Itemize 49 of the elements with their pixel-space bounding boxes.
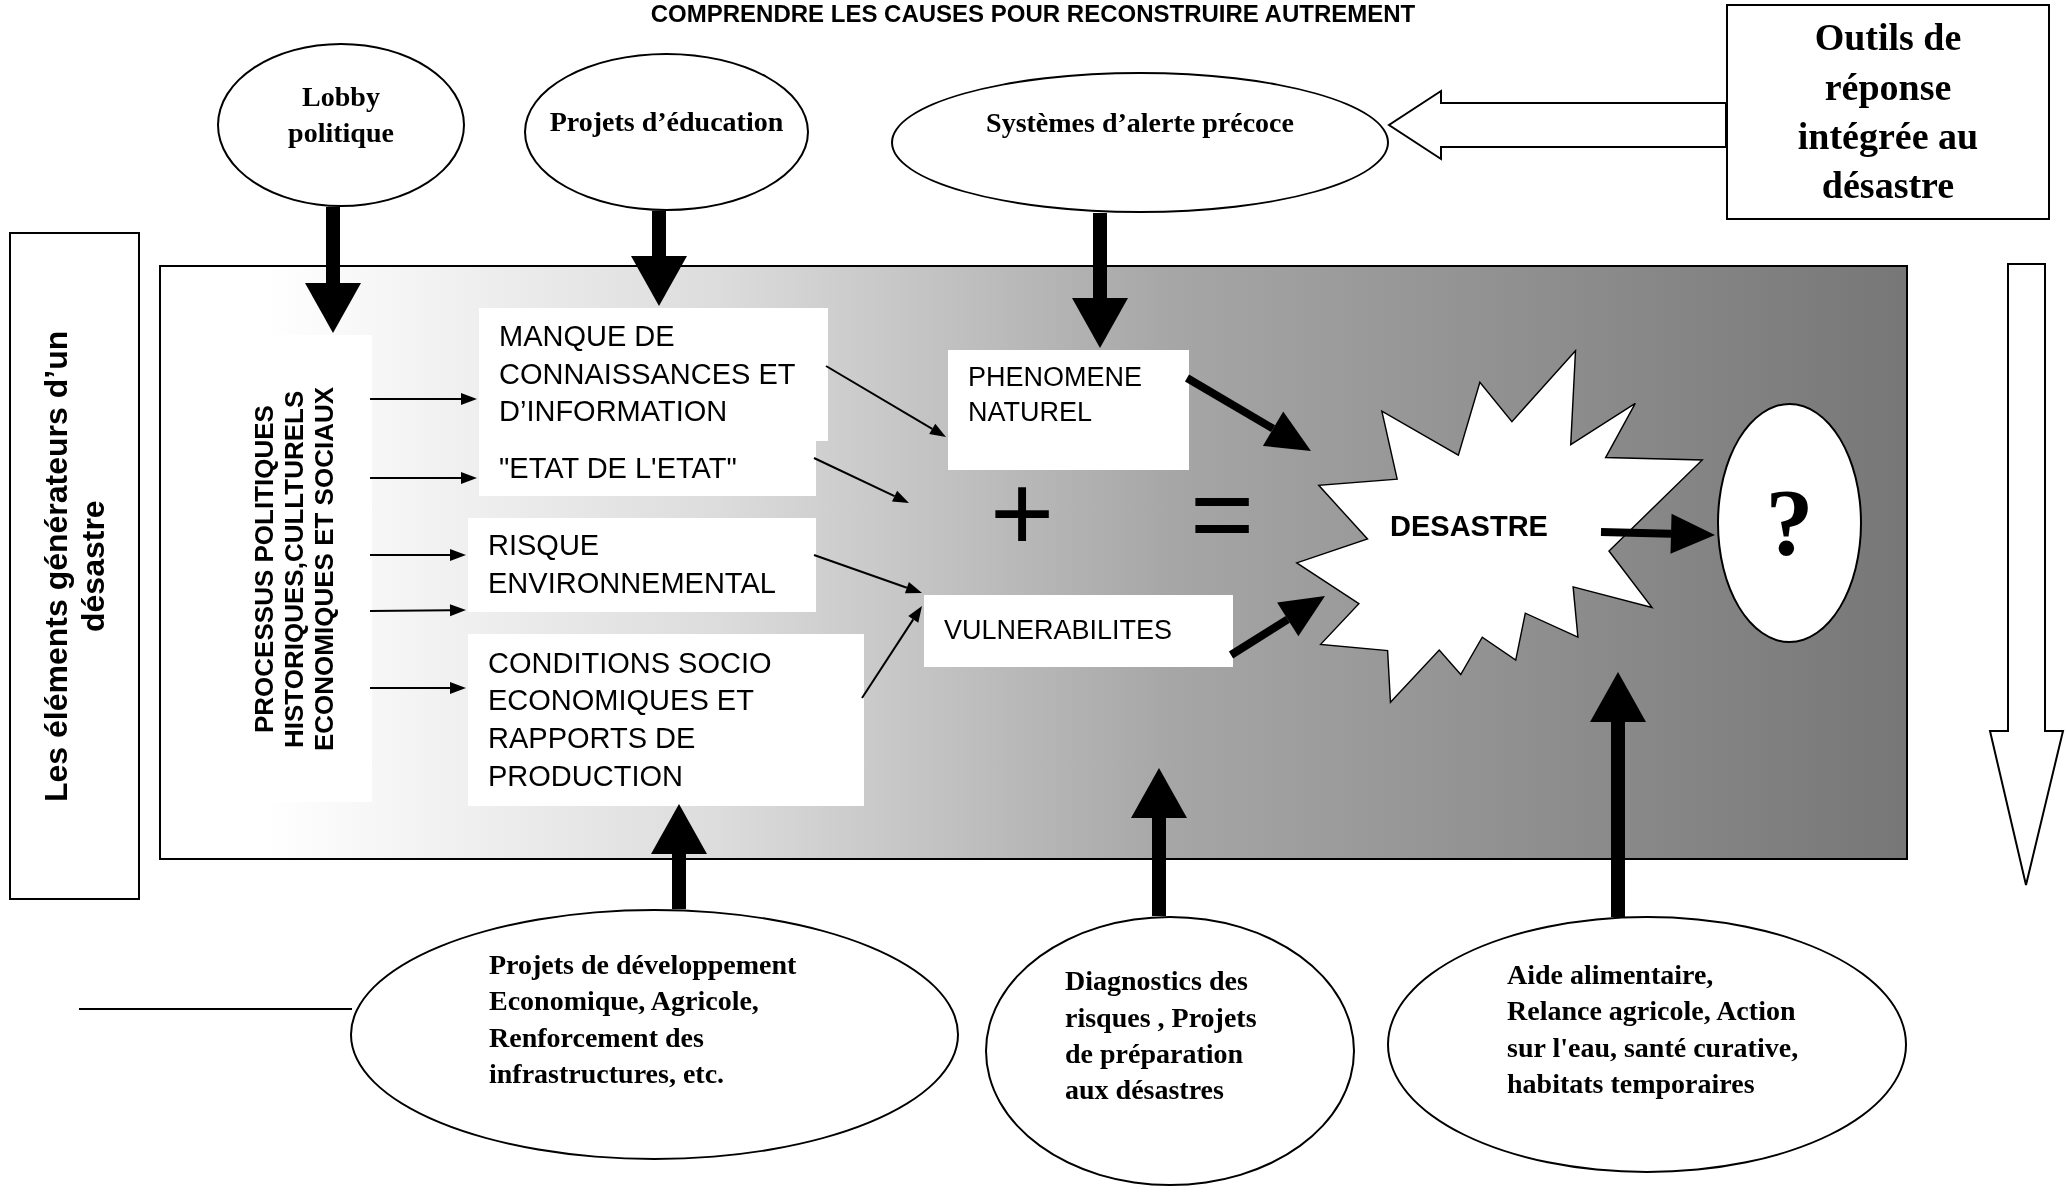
bubble-text: Aide alimentaire, Relance agricole, Action sur l'eau, santé curative, habitats temporaires xyxy=(1507,957,1800,1101)
arrow xyxy=(1184,374,1311,451)
bubble-text: Projets de développement Economique, Agricole, Renforcement des infrastructures, etc. xyxy=(489,947,798,1091)
box-text: RISQUE ENVIRONNEMENTAL xyxy=(488,528,777,601)
math-symbol: = xyxy=(1190,458,1255,568)
arrow xyxy=(813,457,909,503)
arrow xyxy=(369,472,477,484)
text-box xyxy=(924,595,1233,667)
arrow xyxy=(369,604,466,617)
box-text: MANQUE DE CONNAISSANCES ET D’INFORMATION xyxy=(499,318,796,430)
bubble-text: Lobby politique xyxy=(288,79,394,150)
vertical-heading: PROCESSUS POLITIQUES HISTORIQUES,CULLTURELS ECONOMIQUES ET SOCIAUX xyxy=(249,385,340,753)
arrow xyxy=(1600,513,1715,554)
arrow xyxy=(369,682,466,694)
arrow xyxy=(631,211,687,306)
vertical-heading: Les éléments générateurs d’un désastre xyxy=(37,329,112,804)
gradient-panel xyxy=(159,265,1908,860)
arrow xyxy=(861,606,922,699)
text-box xyxy=(468,518,816,612)
arrow xyxy=(1590,672,1646,917)
bubble-text: Systèmes d’alerte précoce xyxy=(986,106,1294,141)
arrow xyxy=(651,804,707,909)
bubble-text: Projets d’éducation xyxy=(549,104,784,139)
text-box xyxy=(1726,4,2050,220)
text-box xyxy=(479,441,816,496)
text-box xyxy=(468,634,864,806)
arrow xyxy=(305,207,361,333)
hollow-arrow xyxy=(1387,89,1727,161)
arrow xyxy=(813,554,922,594)
box-text: CONDITIONS SOCIO ECONOMIQUES ET RAPPORTS DE PRODUCTION xyxy=(488,645,773,794)
arrow xyxy=(1072,213,1128,348)
box-text: VULNERABILITES xyxy=(944,614,1173,648)
box-heading: Outils de réponse intégrée au désastre xyxy=(1796,15,1980,209)
math-symbol: + xyxy=(990,458,1055,568)
diagram-title: COMPRENDRE LES CAUSES POUR RECONSTRUIRE AUTREMENT xyxy=(649,0,1417,28)
arrow xyxy=(369,549,466,561)
question-mark: ? xyxy=(1765,467,1814,578)
side-label-box xyxy=(9,232,140,900)
box-text: "ETAT DE L'ETAT" xyxy=(499,450,737,486)
box-text: DESASTRE xyxy=(1390,509,1548,545)
text-box xyxy=(948,350,1189,470)
arrow xyxy=(825,365,946,437)
text-box xyxy=(479,308,828,441)
arrow xyxy=(1131,768,1187,916)
arrow xyxy=(1228,596,1325,659)
box-text: PHENOMENE NATUREL xyxy=(968,360,1144,429)
bubble-text: Diagnostics des risques , Projets de préparation aux désastres xyxy=(1065,964,1258,1108)
arrow xyxy=(369,393,477,405)
connector-line xyxy=(78,1008,353,1010)
